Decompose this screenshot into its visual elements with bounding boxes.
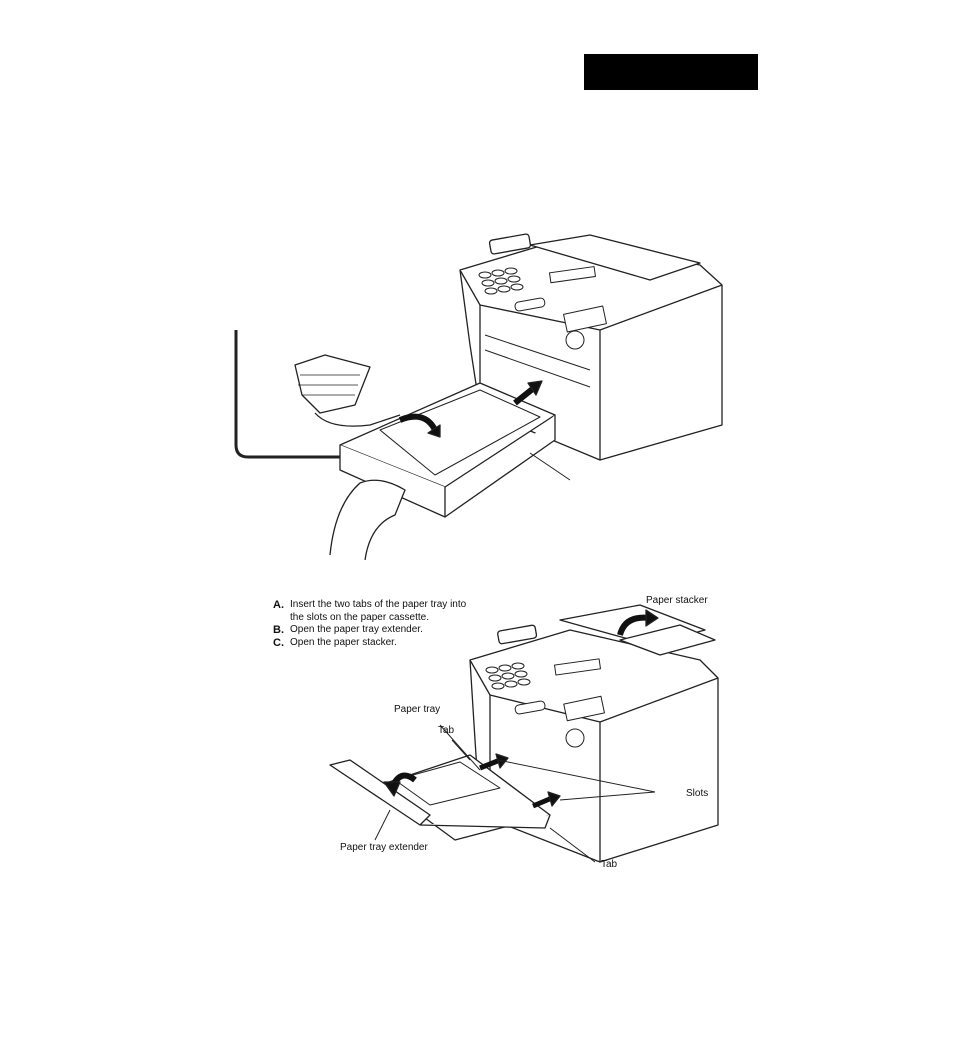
step-letter: B. [273,624,290,637]
step-text: Open the paper tray extender. [290,624,473,637]
label-paper-tray-extender: Paper tray extender [340,842,428,853]
instruction-list: A. Insert the two tabs of the paper tray… [273,599,473,649]
step-letter: C. [273,637,290,650]
instruction-step: A. Insert the two tabs of the paper tray… [273,599,473,624]
step-text: Open the paper stacker. [290,637,473,650]
step-text: Insert the two tabs of the paper tray in… [290,599,473,624]
paper-cassette-illustration [230,225,730,560]
step-letter: A. [273,599,290,624]
label-slots: Slots [686,788,708,799]
instruction-step: B. Open the paper tray extender. [273,624,473,637]
label-paper-tray: Paper tray [394,704,440,715]
section-header-block [584,54,758,90]
label-tab-bottom: Tab [601,859,617,870]
label-tab-top: Tab [438,725,454,736]
instruction-step: C. Open the paper stacker. [273,637,473,650]
label-paper-stacker: Paper stacker [646,595,708,606]
